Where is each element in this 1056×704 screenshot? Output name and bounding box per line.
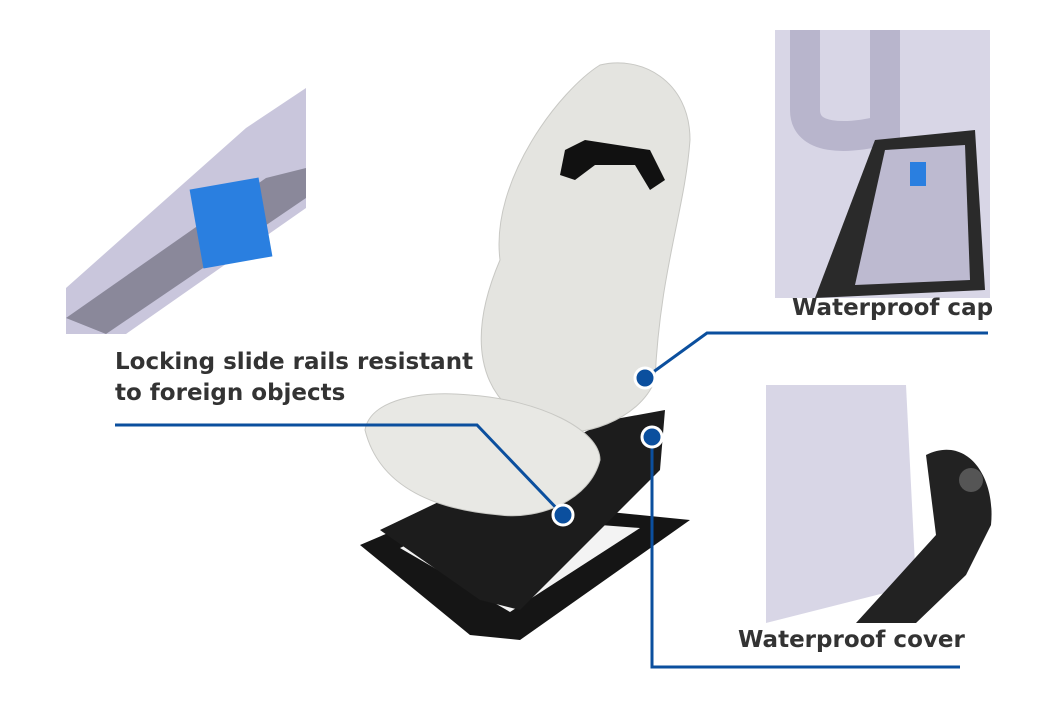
- slide-rails-label-line2: to foreign objects: [115, 380, 346, 406]
- waterproof-cover-detail-image: [766, 385, 998, 623]
- slide-rail-detail-image: [66, 88, 306, 334]
- backrest: [480, 62, 691, 434]
- slide-rails-label-line1: Locking slide rails resistant: [115, 349, 474, 375]
- waterproof-cap-detail-image: [775, 30, 990, 298]
- slide-rails-label: Locking slide rails resistant to foreign…: [115, 347, 473, 409]
- cap-marker: [633, 366, 657, 390]
- waterproof-cover-label: Waterproof cover: [738, 627, 965, 653]
- slide-rails-marker: [551, 503, 575, 527]
- waterproof-cap-label: Waterproof cap: [792, 295, 994, 321]
- callout-lines: [115, 331, 988, 669]
- cover-marker: [640, 425, 664, 449]
- harness-slot: [560, 140, 665, 190]
